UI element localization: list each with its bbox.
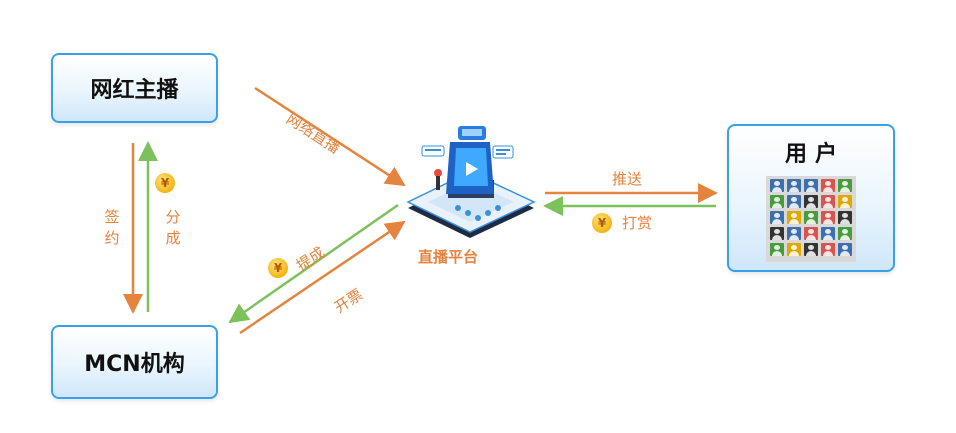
coin-icon: ¥ xyxy=(155,173,175,193)
edge-label-push: 推送 xyxy=(612,170,643,188)
user-avatar-icon xyxy=(804,195,818,208)
user-avatar-icon xyxy=(804,211,818,224)
coin-icon: ¥ xyxy=(268,258,288,278)
user-avatar-icon xyxy=(787,211,801,224)
user-avatar-icon xyxy=(804,179,818,192)
user-avatar-icon xyxy=(770,243,784,256)
node-anchor: 网红主播 xyxy=(51,53,218,123)
user-avatar-icon xyxy=(838,243,852,256)
arrow-platform-to-mcn xyxy=(228,203,399,324)
node-user-label: 用户 xyxy=(784,142,845,167)
user-avatar-icon xyxy=(787,179,801,192)
user-avatar-icon xyxy=(838,211,852,224)
live-platform-illustration xyxy=(406,126,536,238)
user-avatar-icon xyxy=(821,227,835,240)
node-mcn-label: MCN机构 xyxy=(84,352,185,377)
user-avatar-icon xyxy=(787,195,801,208)
node-anchor-label: 网红主播 xyxy=(90,78,179,103)
edge-label-tip: 打赏 xyxy=(622,214,653,232)
user-avatar-icon xyxy=(770,211,784,224)
user-avatar-icon xyxy=(821,243,835,256)
arrow-mcn-to-platform xyxy=(239,220,406,335)
user-avatar-grid xyxy=(766,176,856,262)
user-avatar-icon xyxy=(821,179,835,192)
user-avatar-icon xyxy=(821,211,835,224)
node-mcn: MCN机构 xyxy=(51,325,218,399)
node-user: 用户 xyxy=(727,124,895,272)
arrow-anchor-to-platform xyxy=(254,86,406,187)
user-avatar-icon xyxy=(770,227,784,240)
user-avatar-icon xyxy=(838,227,852,240)
user-avatar-icon xyxy=(838,179,852,192)
user-avatar-icon xyxy=(787,243,801,256)
node-platform-label: 直播平台 xyxy=(418,248,479,266)
user-avatar-icon xyxy=(838,195,852,208)
user-avatar-icon xyxy=(770,179,784,192)
user-avatar-icon xyxy=(787,227,801,240)
user-avatar-icon xyxy=(804,243,818,256)
edge-label-share: 分成 xyxy=(165,208,181,247)
user-avatar-icon xyxy=(821,195,835,208)
coin-icon: ¥ xyxy=(592,213,612,233)
user-avatar-icon xyxy=(804,227,818,240)
edge-label-sign: 签约 xyxy=(104,208,120,247)
user-avatar-icon xyxy=(770,195,784,208)
